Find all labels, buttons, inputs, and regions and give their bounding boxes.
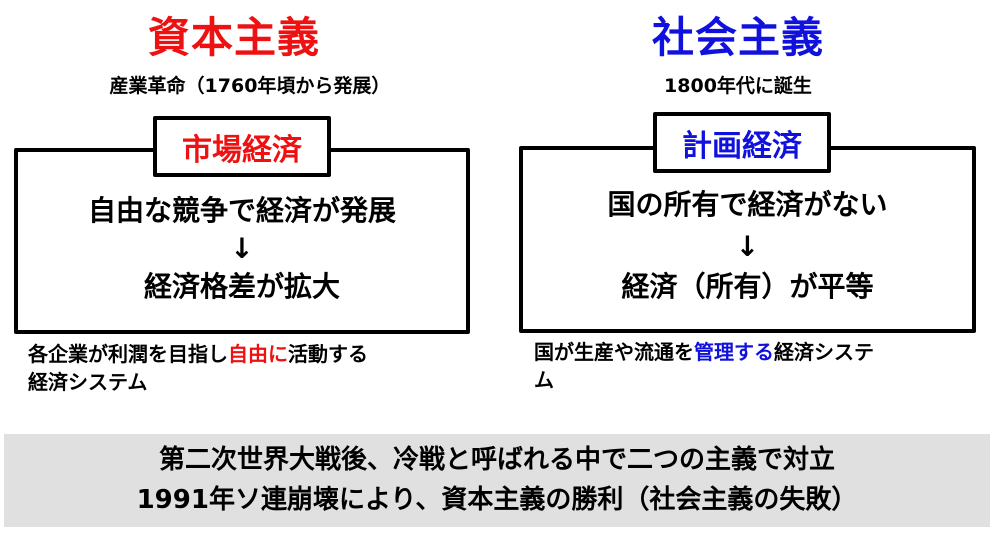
socialism-label: 計画経済	[653, 112, 831, 173]
socialism-label-text: 計画経済	[682, 128, 802, 164]
socialism-desc-line2: ム	[534, 368, 554, 392]
capitalism-desc-highlight: 自由に	[228, 342, 288, 366]
socialism-desc-part1: 国が生産や流通を	[534, 340, 694, 364]
capitalism-description: 各企業が利潤を目指し自由に活動する 経済システム	[28, 340, 468, 396]
capitalism-title: 資本主義	[147, 13, 320, 62]
capitalism-desc-line2: 経済システム	[28, 370, 148, 394]
capitalism-line2: 経済格差が拡大	[143, 270, 340, 303]
socialism-box: 国の所有で経済がない ↓ 経済（所有）が平等	[519, 146, 976, 333]
socialism-desc-part2: 経済システ	[774, 340, 874, 364]
summary-line2: 1991年ソ連崩壊により、資本主義の勝利（社会主義の失敗）	[136, 485, 858, 515]
summary-line1: 第二次世界大戦後、冷戦と呼ばれる中で二つの主義で対立	[158, 445, 835, 475]
capitalism-desc-part2: 活動する	[288, 342, 368, 366]
socialism-subtitle: 1800年代に誕生	[664, 75, 812, 97]
summary-band: 第二次世界大戦後、冷戦と呼ばれる中で二つの主義で対立 1991年ソ連崩壊により、…	[4, 434, 990, 527]
arrow-down-icon: ↓	[230, 232, 254, 265]
arrow-down-icon: ↓	[735, 230, 760, 263]
capitalism-desc-part1: 各企業が利潤を目指し	[28, 342, 228, 366]
socialism-line2: 経済（所有）が平等	[621, 270, 874, 303]
capitalism-line1: 自由な競争で経済が発展	[87, 194, 396, 227]
capitalism-label: 市場経済	[153, 116, 331, 177]
capitalism-subtitle: 産業革命（1760年頃から発展）	[109, 75, 391, 97]
socialism-title: 社会主義	[651, 13, 824, 62]
capitalism-box: 自由な競争で経済が発展 ↓ 経済格差が拡大	[14, 148, 470, 334]
socialism-description: 国が生産や流通を管理する経済システ ム	[534, 338, 974, 394]
socialism-line1: 国の所有で経済がない	[607, 188, 888, 221]
socialism-desc-highlight: 管理する	[694, 340, 774, 364]
capitalism-label-text: 市場経済	[182, 132, 302, 168]
